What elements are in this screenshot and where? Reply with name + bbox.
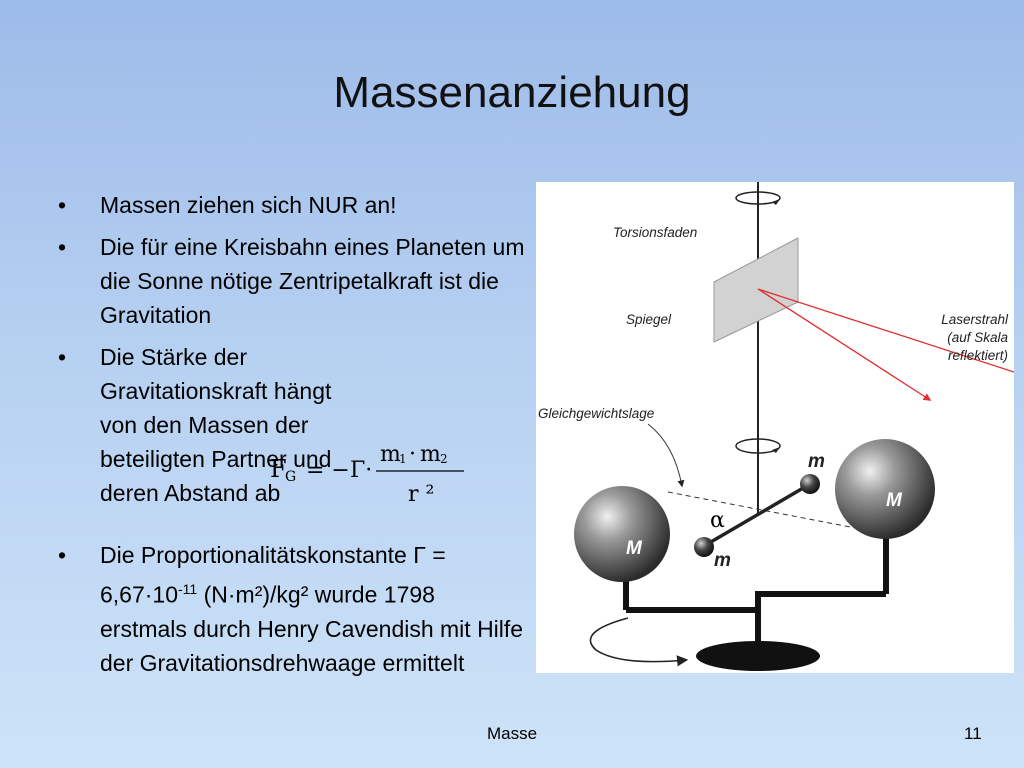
- bullet-dot: •: [58, 192, 67, 218]
- formula-num-sub2: 2: [440, 452, 448, 466]
- torsion-balance-diagram: α Torsionsfaden Spiegel Laserstrahl (auf…: [538, 182, 1014, 671]
- label-large-mass-right: M: [886, 490, 903, 511]
- large-mass-left: [574, 486, 670, 582]
- formula-num-m1: m: [380, 442, 401, 467]
- label-torsion-fiber: Torsionsfaden: [613, 225, 697, 240]
- mirror: [713, 237, 799, 343]
- label-laser-3: reflektiert): [948, 348, 1008, 363]
- label-large-mass-left: M: [626, 538, 643, 559]
- label-small-mass-bottom: m: [714, 550, 731, 571]
- bullet-exponent: -11: [178, 581, 198, 597]
- gravitation-formula: F G = − Γ· m 1 · m 2 r ²: [268, 437, 488, 507]
- formula-num-dot: ·: [409, 442, 416, 467]
- bullet-dot: •: [58, 542, 67, 568]
- dumbbell-rod: [703, 482, 811, 548]
- rotation-arrow-bottom: [589, 617, 689, 667]
- formula-constant: Γ·: [350, 458, 372, 483]
- small-mass-top: [800, 474, 820, 494]
- label-equilibrium: Gleichgewichtslage: [538, 406, 654, 421]
- equilibrium-pointer: [647, 423, 685, 488]
- page-title: Massenanziehung: [333, 68, 691, 117]
- label-small-mass-top: m: [808, 451, 825, 472]
- bullet-item: • Massen ziehen sich NUR an!: [58, 188, 528, 222]
- large-mass-right: [835, 439, 935, 539]
- rotation-arrow-top-head: [772, 199, 780, 205]
- label-laser-2: (auf Skala: [947, 330, 1008, 345]
- formula-num-m2: m: [420, 442, 441, 467]
- bullet-item: • Die Stärke der Gravitationskraft hängt …: [58, 340, 528, 510]
- page-number: 11: [964, 724, 982, 743]
- rotation-arrow-middle: [735, 438, 781, 454]
- rotation-arrow-middle-head: [772, 447, 780, 453]
- label-mirror: Spiegel: [626, 312, 672, 327]
- laser-beam-reflected: [757, 288, 932, 401]
- bullet-dot: •: [58, 344, 67, 370]
- bullet-text: Die für eine Kreisbahn eines Planeten um…: [100, 234, 525, 328]
- bullet-list: • Massen ziehen sich NUR an! • Die für ein…: [58, 188, 528, 688]
- bullet-dot: •: [58, 234, 67, 260]
- bullet-text-post: (N·m²)/kg² wurde 1798 erstmals durch Hen…: [100, 581, 524, 676]
- label-laser-1: Laserstrahl: [941, 312, 1009, 327]
- bullet-text-pre: Die Proportionalitätskonstante Γ = 6,67·…: [100, 542, 446, 608]
- bullet-item: • Die Proportionalitätskonstante Γ = 6,67…: [58, 538, 528, 680]
- formula-equals: = −: [306, 458, 350, 483]
- base-plate: [696, 641, 820, 671]
- formula-num-sub1: 1: [399, 452, 407, 466]
- small-mass-bottom: [694, 537, 714, 557]
- bullet-text: Die Stärke der Gravitationskraft hängt v…: [100, 344, 332, 506]
- angle-label: α: [710, 508, 725, 533]
- formula-denominator: r ²: [408, 482, 434, 507]
- bullet-text: Massen ziehen sich NUR an!: [100, 192, 397, 218]
- formula-lhs: F: [270, 455, 287, 483]
- bullet-item: • Die für eine Kreisbahn eines Planeten u…: [58, 230, 528, 332]
- rotation-arrow-top: [735, 191, 781, 205]
- footer-title: Masse: [487, 724, 538, 743]
- formula-lhs-sub: G: [285, 469, 296, 485]
- laser-beam-in: [757, 288, 1014, 373]
- cavendish-figure: α Torsionsfaden Spiegel Laserstrahl (auf…: [536, 182, 1014, 673]
